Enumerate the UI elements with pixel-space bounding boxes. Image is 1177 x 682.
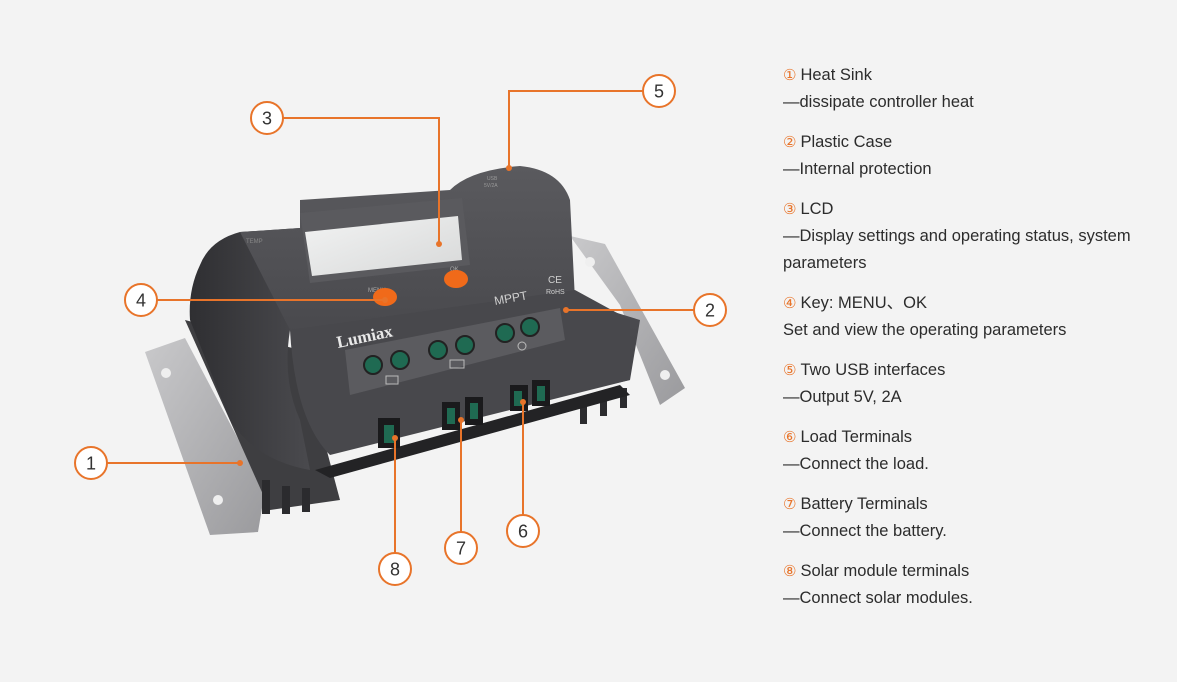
ok-key[interactable] <box>444 270 468 288</box>
legend-description: —Connect the load. <box>783 455 929 473</box>
battery-terminal <box>428 335 475 369</box>
legend-title: Plastic Case <box>800 133 893 151</box>
terminal-screw <box>520 317 540 337</box>
legend-number: ② <box>783 134 797 151</box>
legend-description: —dissipate controller heat <box>783 93 974 111</box>
terminal-slot-green <box>384 386 545 443</box>
legend-number: ④ <box>783 295 797 312</box>
svg-text:6: 6 <box>518 522 528 542</box>
legend-number: ⑦ <box>783 496 797 513</box>
callout-2: 2 <box>693 293 727 327</box>
svg-text:5: 5 <box>654 82 664 102</box>
legend-title: Load Terminals <box>800 428 913 446</box>
legend-number: ⑤ <box>783 362 797 379</box>
legend-title: Two USB interfaces <box>800 361 946 379</box>
leader-line-3 <box>283 117 440 244</box>
terminal-panel <box>345 308 565 448</box>
svg-text:7: 7 <box>456 539 466 559</box>
callouts: 1 2 3 4 5 6 7 8 <box>74 74 727 586</box>
legend-description: —Internal protection <box>783 160 932 178</box>
callout-5: 5 <box>642 74 676 108</box>
svg-text:8: 8 <box>390 560 400 580</box>
leader-dots <box>237 165 569 466</box>
mount-hole <box>161 368 171 378</box>
legend-title: Heat Sink <box>800 66 872 84</box>
solar-terminal <box>363 350 410 385</box>
terminal-screw <box>428 340 448 360</box>
terminal-screw <box>390 350 410 370</box>
mppt-label: MPPT <box>493 288 529 308</box>
terminal-screw <box>495 323 515 343</box>
svg-text:2: 2 <box>705 301 715 321</box>
legend-description: —Output 5V, 2A <box>783 388 902 406</box>
solar-panel-icon <box>385 375 399 385</box>
mount-hole <box>660 370 670 380</box>
terminal-screw <box>455 335 475 355</box>
legend-title: LCD <box>800 200 834 218</box>
rohs-mark: RoHS <box>546 289 565 296</box>
left-mounting-plate <box>145 338 265 535</box>
legend-number: ⑥ <box>783 429 797 446</box>
callout-8: 8 <box>378 552 412 586</box>
ok-key-label: OK <box>450 267 459 273</box>
usb-rating-label: 5V/2A <box>484 183 498 189</box>
heat-sink-fins <box>262 388 627 514</box>
terminal-screw <box>363 355 383 375</box>
leader-lines <box>107 90 694 553</box>
usb-label: USB <box>487 176 498 182</box>
svg-text:3: 3 <box>262 109 272 129</box>
legend-description: —Connect solar modules. <box>783 589 973 607</box>
callout-3: 3 <box>250 101 284 135</box>
callout-7: 7 <box>444 531 478 565</box>
callout-1: 1 <box>74 446 108 480</box>
svg-text:4: 4 <box>136 291 146 311</box>
bulb-icon <box>517 341 527 351</box>
lcd <box>300 198 470 283</box>
front-bezel <box>315 385 630 478</box>
legend-description: —Connect the battery. <box>783 522 947 540</box>
legend-number: ③ <box>783 201 797 218</box>
temp-label: TEMP <box>246 239 263 245</box>
legend-title: Solar module terminals <box>800 562 970 580</box>
keys: MENU OK <box>368 267 468 306</box>
battery-icon <box>449 359 465 369</box>
legend-number: ⑧ <box>783 563 797 580</box>
legend-title: Key: MENU、OK <box>800 294 927 312</box>
callout-6: 6 <box>506 514 540 548</box>
leader-line-5 <box>508 90 643 168</box>
legend-number: ① <box>783 67 797 84</box>
load-terminal <box>495 317 540 351</box>
legend-description: —Display settings and operating status, … <box>783 227 1131 272</box>
legend-description: Set and view the operating parameters <box>783 321 1067 339</box>
ce-mark: CE <box>548 275 562 286</box>
mount-hole <box>213 495 223 505</box>
callout-4: 4 <box>124 283 158 317</box>
mount-hole <box>585 257 595 267</box>
legend-title: Battery Terminals <box>800 495 928 513</box>
svg-text:1: 1 <box>86 454 96 474</box>
lcd-screen <box>305 216 462 276</box>
charge-controller-diagram: MENU OK Lumiax MPPT CE RoHS TEMP USB 5V/… <box>74 74 727 586</box>
